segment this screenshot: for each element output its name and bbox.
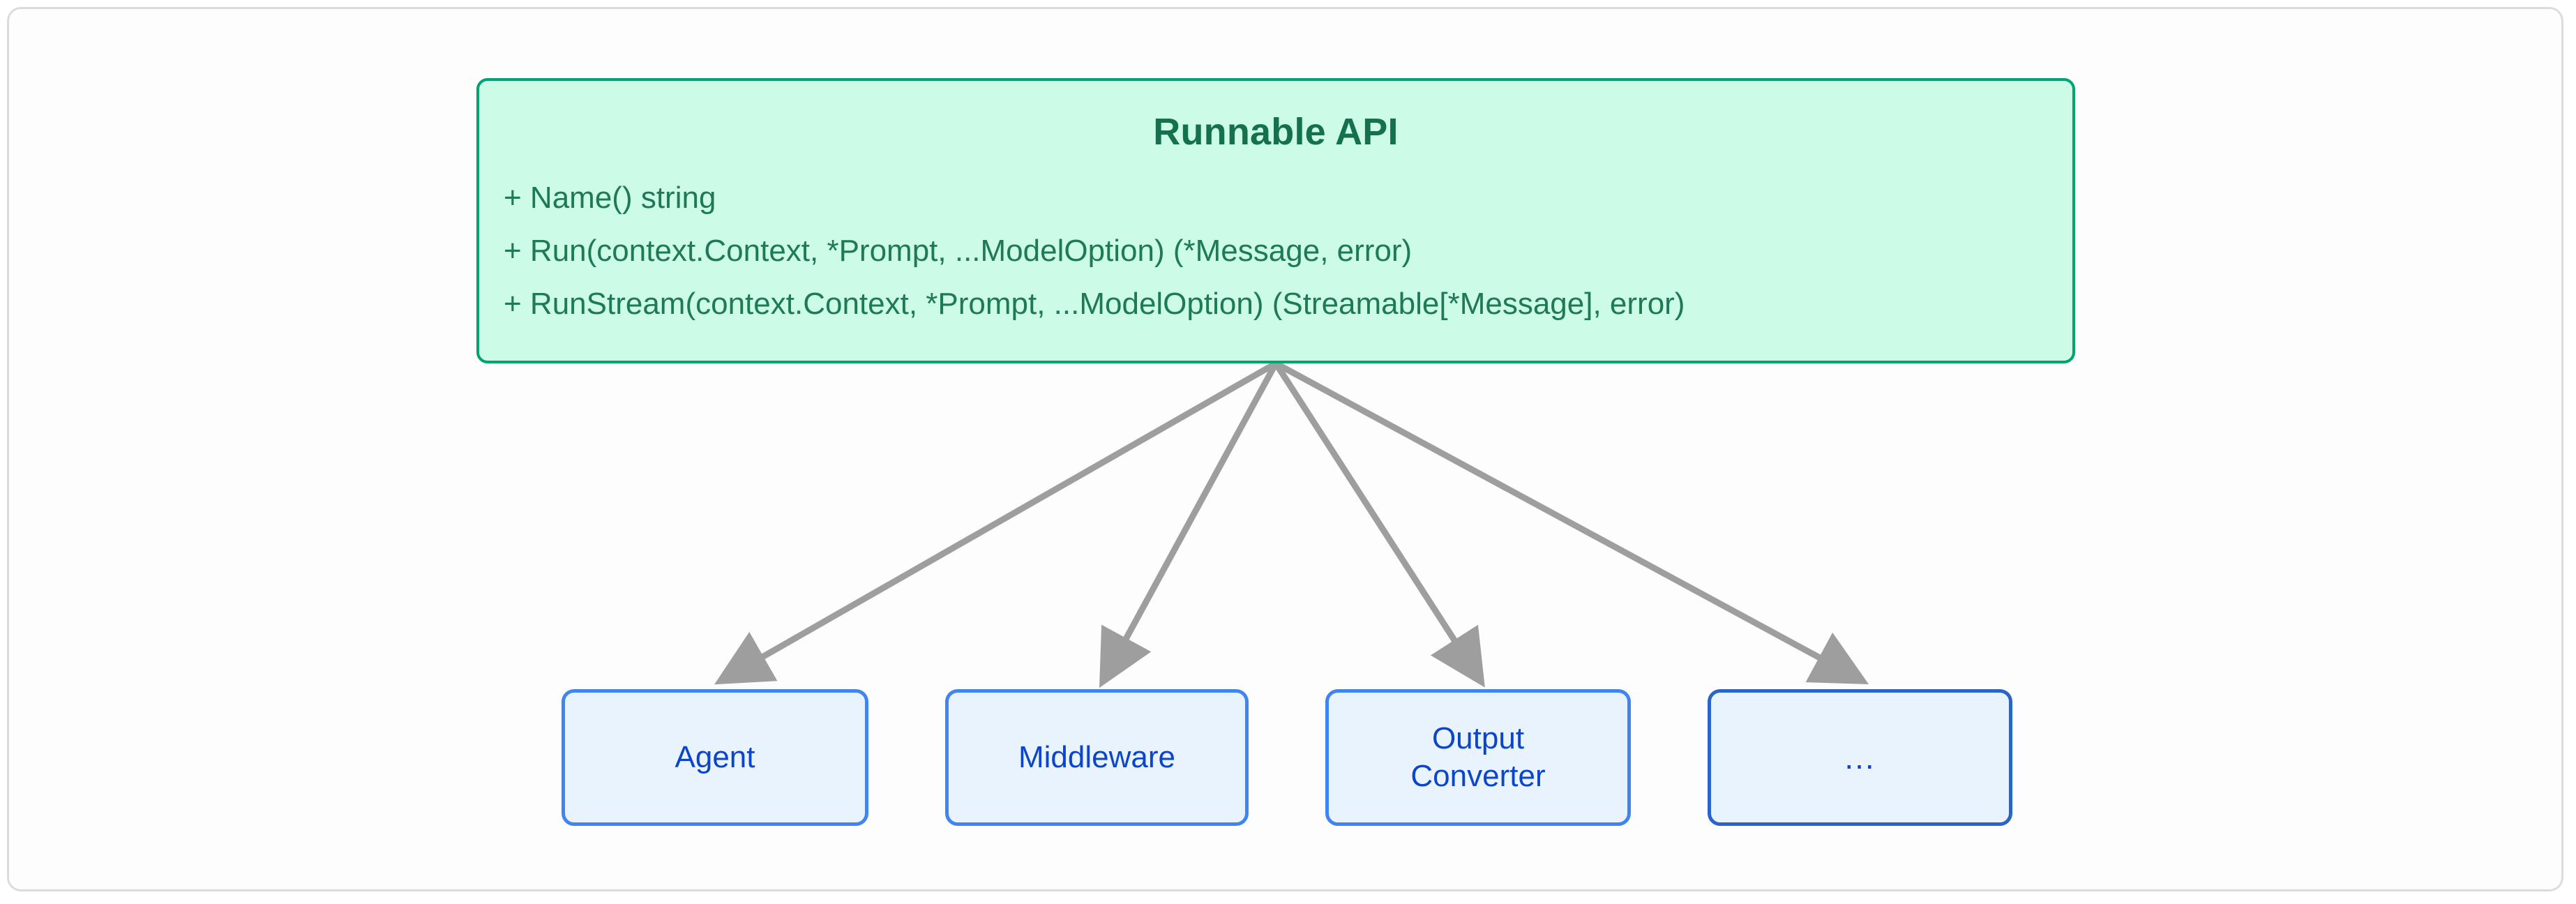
- connector-to-ellipsis: [1274, 361, 1869, 684]
- impl-node-label: Output Converter: [1410, 721, 1546, 793]
- interface-method-list: + Name() string + Run(context.Context, *…: [504, 172, 2058, 331]
- interface-node-runnable-api[interactable]: Runnable API + Name() string + Run(conte…: [476, 78, 2075, 363]
- impl-node-middleware[interactable]: Middleware: [945, 689, 1249, 826]
- impl-node-output-converter[interactable]: Output Converter: [1325, 689, 1631, 826]
- impl-node-ellipsis[interactable]: ...: [1708, 689, 2012, 826]
- interface-title: Runnable API: [1153, 111, 1399, 153]
- interface-method: + Run(context.Context, *Prompt, ...Model…: [504, 234, 1413, 268]
- impl-node-label: Middleware: [1018, 740, 1175, 774]
- impl-node-label: Agent: [675, 740, 755, 774]
- impl-node-label: ...: [1844, 739, 1876, 776]
- connector-to-middleware: [1099, 361, 1279, 688]
- connector-to-agent: [714, 361, 1278, 685]
- connector-to-output-converter: [1273, 361, 1485, 688]
- impl-node-agent[interactable]: Agent: [562, 689, 868, 826]
- interface-method: + Name() string: [504, 181, 716, 215]
- interface-method: + RunStream(context.Context, *Prompt, ..…: [504, 287, 1685, 321]
